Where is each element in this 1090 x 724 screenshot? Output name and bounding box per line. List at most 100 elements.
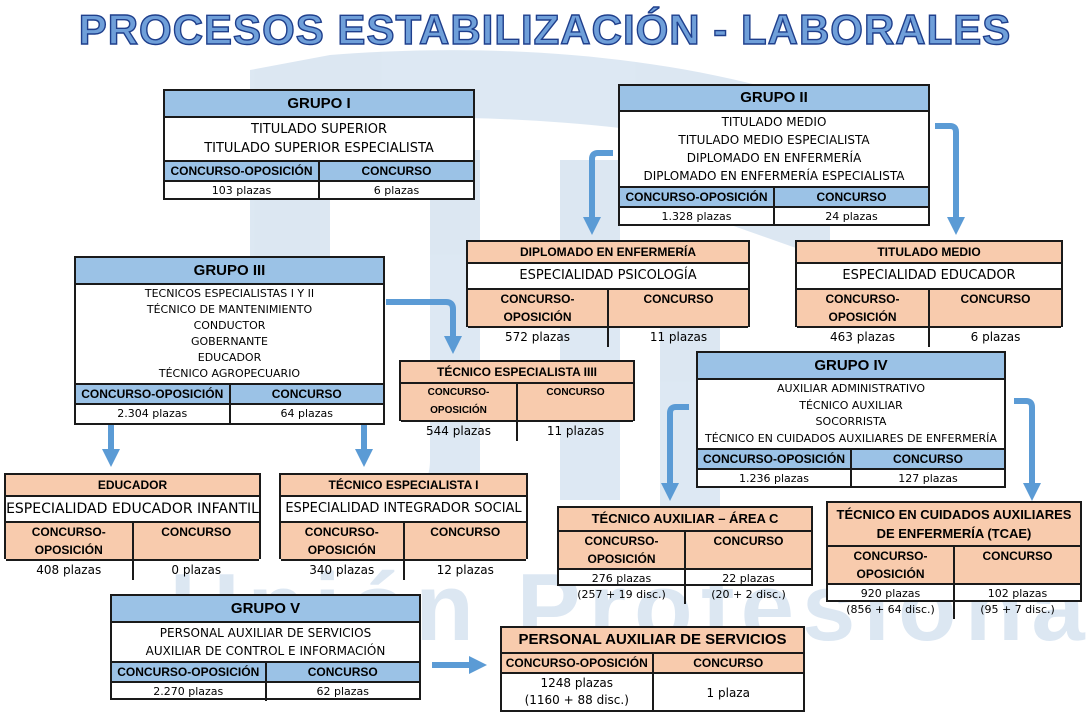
plazas-breakdown: (20 + 2 disc.) (711, 588, 786, 601)
tecnico-especialista-iiii-values: 544 plazas 11 plazas (401, 420, 633, 441)
concurso-oposicion-label: CONCURSO-OPOSICIÓN (304, 525, 379, 557)
category-line: TITULADO SUPERIOR ESPECIALISTA (204, 141, 434, 156)
grupo-iii-header: GRUPO III (76, 258, 383, 285)
concurso-value: 127 plazas (850, 470, 1004, 488)
grupo-iv-column-headers: CONCURSO-OPOSICIÓN CONCURSO (698, 448, 1004, 468)
tcae-header: TÉCNICO EN CUIDADOS AUXILIARES DE ENFERM… (828, 503, 1080, 547)
concurso-oposicion-label: CONCURSO-OPOSICIÓN (500, 292, 575, 324)
concurso-oposicion-value: 408 plazas (36, 563, 102, 577)
grupo-i-column-headers: CONCURSO-OPOSICIÓN CONCURSO (165, 160, 473, 180)
titulado-medio-column-headers: CONCURSO-OPOSICIÓN CONCURSO (797, 288, 1061, 326)
concurso-oposicion-label: CONCURSO-OPOSICIÓN (505, 656, 648, 670)
grupo-i-box: GRUPO I TITULADO SUPERIOR TITULADO SUPER… (163, 89, 475, 200)
grupo-v-header: GRUPO V (112, 596, 419, 623)
grupo-v-values: 2.270 plazas 62 plazas (112, 681, 419, 701)
personal-auxiliar-servicios-header: PERSONAL AUXILIAR DE SERVICIOS (502, 628, 803, 654)
grupo-v-categories: PERSONAL AUXILIAR DE SERVICIOS AUXILIAR … (112, 623, 419, 661)
plazas-total: 102 plazas (987, 587, 1048, 600)
concurso-oposicion-value: 2.270 plazas (153, 685, 224, 698)
titulado-medio-header: TITULADO MEDIO (797, 242, 1061, 264)
specialty-label: ESPECIALIDAD PSICOLOGÍA (519, 268, 697, 283)
concurso-oposicion-value: 2.304 plazas (117, 407, 188, 420)
category-line: AUXILIAR ADMINISTRATIVO (776, 382, 926, 395)
educador-box: EDUCADOR ESPECIALIDAD EDUCADOR INFANTIL … (4, 473, 261, 580)
concurso-oposicion-value: 544 plazas (426, 424, 491, 438)
concurso-label: CONCURSO (318, 162, 473, 180)
grupo-iv-box: GRUPO IV AUXILIAR ADMINISTRATIVO TÉCNICO… (696, 351, 1006, 488)
diplomado-enfermeria-column-headers: CONCURSO-OPOSICIÓN CONCURSO (468, 288, 748, 326)
specialty-label: ESPECIALIDAD EDUCADOR (842, 268, 1016, 283)
personal-auxiliar-servicios-box: PERSONAL AUXILIAR DE SERVICIOS CONCURSO-… (500, 626, 805, 712)
category-line: DIPLOMADO EN ENFERMERÍA (686, 151, 862, 165)
plazas-total: 920 plazas (860, 587, 921, 600)
tecnico-auxiliar-area-c-values: 276 plazas (257 + 19 disc.) 22 plazas (2… (559, 568, 811, 604)
grupo-i-categories: TITULADO SUPERIOR TITULADO SUPERIOR ESPE… (165, 118, 473, 160)
concurso-oposicion-label: CONCURSO-OPOSICIÓN (853, 549, 928, 581)
specialty-label: ESPECIALIDAD INTEGRADOR SOCIAL (285, 501, 522, 516)
concurso-oposicion-label: CONCURSO-OPOSICIÓN (170, 164, 313, 178)
plazas-total: 1248 plazas (540, 676, 614, 690)
tecnico-especialista-i-header: TÉCNICO ESPECIALISTA I (281, 475, 526, 497)
tecnico-especialista-i-box: TÉCNICO ESPECIALISTA I ESPECIALIDAD INTE… (279, 473, 528, 580)
concurso-value: 22 plazas (20 + 2 disc.) (684, 570, 811, 604)
concurso-label: CONCURSO (850, 450, 1004, 468)
concurso-label: CONCURSO (773, 188, 928, 206)
tcae-header-line: TÉCNICO EN CUIDADOS AUXILIARES (836, 507, 1072, 522)
tecnico-especialista-iiii-box: TÉCNICO ESPECIALISTA IIII CONCURSO-OPOSI… (399, 360, 635, 441)
grupo-v-column-headers: CONCURSO-OPOSICIÓN CONCURSO (112, 661, 419, 681)
concurso-value: 62 plazas (264, 683, 420, 701)
category-line: EDUCADOR (197, 351, 262, 364)
tecnico-especialista-i-values: 340 plazas 12 plazas (281, 559, 526, 580)
concurso-value: 1 plaza (651, 674, 804, 712)
category-line: DIPLOMADO EN ENFERMERÍA ESPECIALISTA (643, 169, 905, 183)
grupo-iv-categories: AUXILIAR ADMINISTRATIVO TÉCNICO AUXILIAR… (698, 380, 1004, 448)
category-line: TÉCNICO DE MANTENIMIENTO (146, 303, 313, 316)
category-line: TÉCNICO EN CUIDADOS AUXILIARES DE ENFERM… (705, 431, 997, 445)
diplomado-enfermeria-box: DIPLOMADO EN ENFERMERÍA ESPECIALIDAD PSI… (466, 240, 750, 347)
grupo-v-box: GRUPO V PERSONAL AUXILIAR DE SERVICIOS A… (110, 594, 421, 701)
grupo-i-header: GRUPO I (165, 91, 473, 118)
concurso-oposicion-label: CONCURSO-OPOSICIÓN (117, 665, 260, 679)
concurso-oposicion-label: CONCURSO-OPOSICIÓN (825, 292, 900, 324)
category-line: TECNICOS ESPECIALISTAS I Y II (144, 287, 315, 300)
concurso-label: CONCURSO (607, 290, 748, 326)
diplomado-enfermeria-header: DIPLOMADO EN ENFERMERÍA (468, 242, 748, 264)
plazas-breakdown: (95 + 7 disc.) (980, 603, 1055, 616)
concurso-oposicion-label: CONCURSO-OPOSICIÓN (702, 452, 845, 466)
grupo-iii-categories: TECNICOS ESPECIALISTAS I Y II TÉCNICO DE… (76, 285, 383, 383)
grupo-iv-header: GRUPO IV (698, 353, 1004, 380)
concurso-oposicion-label: CONCURSO-OPOSICIÓN (81, 387, 224, 401)
plazas-total: 276 plazas (591, 572, 652, 585)
concurso-label: CONCURSO (131, 523, 260, 559)
concurso-oposicion-value: 340 plazas (309, 563, 375, 577)
concurso-oposicion-value: 1.328 plazas (661, 210, 732, 223)
concurso-oposicion-label: CONCURSO-OPOSICIÓN (625, 190, 768, 204)
tecnico-auxiliar-area-c-box: TÉCNICO AUXILIAR – ÁREA C CONCURSO-OPOSI… (557, 506, 813, 604)
concurso-oposicion-value: 1.236 plazas (738, 472, 809, 485)
specialty-label: ESPECIALIDAD EDUCADOR INFANTIL (6, 501, 259, 517)
concurso-value: 11 plazas (516, 422, 633, 441)
grupo-ii-column-headers: CONCURSO-OPOSICIÓN CONCURSO (620, 186, 928, 206)
concurso-value: 24 plazas (773, 208, 928, 226)
category-line: TITULADO MEDIO ESPECIALISTA (678, 133, 870, 147)
concurso-oposicion-value: 276 plazas (257 + 19 disc.) (559, 570, 684, 604)
concurso-value: 12 plazas (402, 561, 527, 580)
concurso-oposicion-label: CONCURSO-OPOSICIÓN (584, 534, 659, 566)
plazas-breakdown: (1160 + 88 disc.) (524, 693, 629, 707)
concurso-label: CONCURSO (264, 663, 420, 681)
plazas-breakdown: (257 + 19 disc.) (577, 588, 666, 601)
concurso-value: 64 plazas (228, 405, 384, 423)
concurso-label: CONCURSO (228, 385, 384, 403)
tcae-column-headers: CONCURSO-OPOSICIÓN CONCURSO (828, 547, 1080, 583)
concurso-oposicion-value: 463 plazas (830, 330, 895, 344)
concurso-value: 11 plazas (607, 328, 748, 347)
category-line: TÉCNICO AUXILIAR (799, 398, 903, 412)
tecnico-especialista-iiii-header: TÉCNICO ESPECIALISTA IIII (401, 362, 633, 384)
tecnico-auxiliar-area-c-header: TÉCNICO AUXILIAR – ÁREA C (559, 508, 811, 532)
concurso-value: 102 plazas (95 + 7 disc.) (953, 585, 1080, 619)
tecnico-auxiliar-area-c-column-headers: CONCURSO-OPOSICIÓN CONCURSO (559, 532, 811, 568)
grupo-iii-column-headers: CONCURSO-OPOSICIÓN CONCURSO (76, 383, 383, 403)
concurso-oposicion-value: 920 plazas (856 + 64 disc.) (828, 585, 953, 619)
personal-auxiliar-servicios-values: 1248 plazas (1160 + 88 disc.) 1 plaza (502, 672, 803, 712)
category-line: SOCORRISTA (815, 415, 887, 428)
